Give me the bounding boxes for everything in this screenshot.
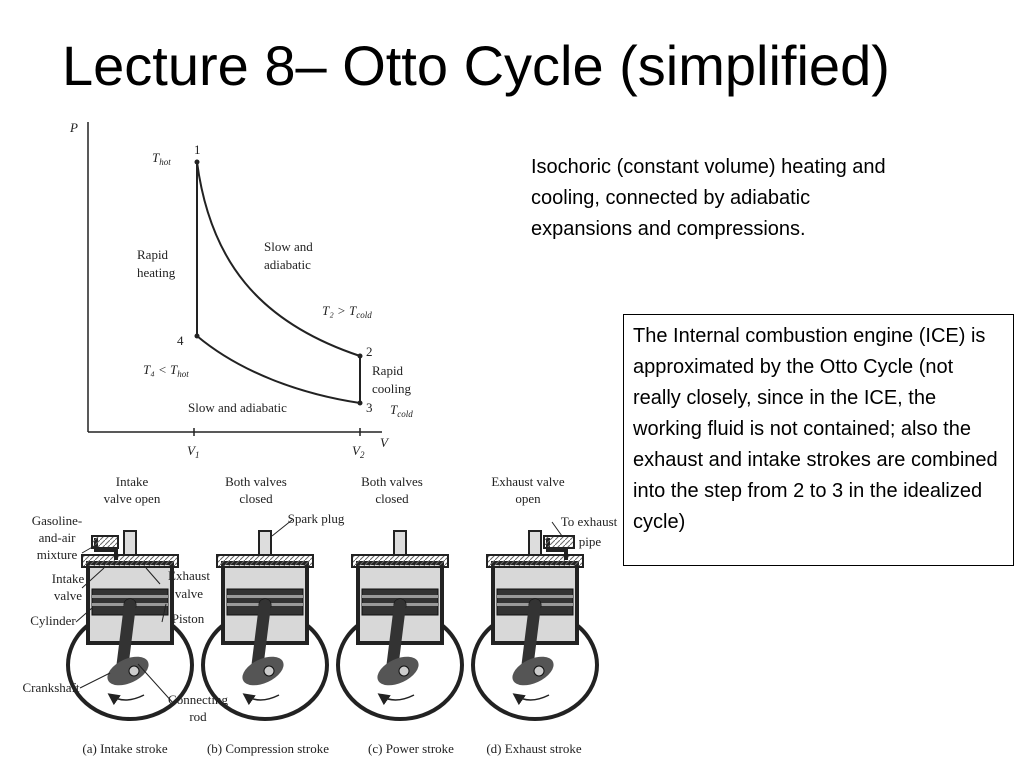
label-both-closed-b-1: Both valves xyxy=(225,474,287,489)
rapid-heating-label-2: heating xyxy=(137,265,176,280)
slow-adiabatic-bottom-label: Slow and adiabatic xyxy=(188,400,287,415)
label-exhaust-valve-open-2: open xyxy=(515,491,541,506)
engine-power xyxy=(338,531,462,719)
label-connecting-rod-2: rod xyxy=(189,709,207,724)
label-spark-plug: Spark plug xyxy=(288,511,345,526)
rapid-cooling-label-1: Rapid xyxy=(372,363,404,378)
engine-exhaust xyxy=(473,531,597,719)
point-4-label: 4 xyxy=(177,333,184,348)
engine-intake xyxy=(68,531,192,719)
point-1-label: 1 xyxy=(194,142,201,157)
slide-title: Lecture 8– Otto Cycle (simplified) xyxy=(62,34,890,97)
label-exhaust-valve-1: Exhaust xyxy=(168,568,210,583)
label-both-closed-b-2: closed xyxy=(239,491,273,506)
slow-adiabatic-label-1: Slow and xyxy=(264,239,313,254)
v1-label: V1 xyxy=(187,443,199,460)
t-cold-label: Tcold xyxy=(390,402,413,419)
label-connecting-rod-1: Connecting xyxy=(168,692,228,707)
caption-power-stroke: (c) Power stroke xyxy=(368,741,454,756)
adiabatic-expansion-curve xyxy=(196,161,361,357)
rapid-heating-label-1: Rapid xyxy=(137,247,169,262)
pv-points xyxy=(194,159,363,406)
slow-adiabatic-label-2: adiabatic xyxy=(264,257,311,272)
label-crankshaft: Crankshaft xyxy=(22,680,79,695)
volume-axis-label: V xyxy=(380,435,390,450)
label-intake-valve-2: valve xyxy=(54,588,82,603)
t2-condition-label: T₂ > Tcold xyxy=(322,303,372,320)
point-3-label: 3 xyxy=(366,400,373,415)
engine-leader-lines xyxy=(75,519,563,705)
label-intake-valve-1: Intake xyxy=(52,571,85,586)
label-exhaust-valve-open-1: Exhaust valve xyxy=(491,474,565,489)
label-to-exhaust-1: To exhaust xyxy=(561,514,618,529)
engine-compression xyxy=(203,531,327,719)
label-cylinder: Cylinder xyxy=(30,613,76,628)
label-gasoline-3: mixture xyxy=(37,547,78,562)
caption-intake-stroke: (a) Intake stroke xyxy=(82,741,167,756)
pressure-axis-label: P xyxy=(69,120,78,135)
label-exhaust-valve-2: valve xyxy=(175,586,203,601)
label-gasoline-2: and-air xyxy=(39,530,76,545)
label-intake-valve-open-1: Intake xyxy=(116,474,149,489)
label-gasoline-1: Gasoline- xyxy=(32,513,83,528)
label-both-closed-c-2: closed xyxy=(375,491,409,506)
adiabatic-compression-curve xyxy=(196,335,361,404)
t4-condition-label: T₄ < Thot xyxy=(143,362,189,379)
cycle-description: Isochoric (constant volume) heating and … xyxy=(531,156,886,240)
label-piston: Piston xyxy=(172,611,205,626)
label-to-exhaust-2: pipe xyxy=(579,534,602,549)
t-hot-label: Thot xyxy=(152,150,171,167)
pv-diagram xyxy=(87,122,382,436)
rapid-cooling-label-2: cooling xyxy=(372,381,411,396)
caption-exhaust-stroke: (d) Exhaust stroke xyxy=(486,741,582,756)
label-both-closed-c-1: Both valves xyxy=(361,474,423,489)
caption-compression-stroke: (b) Compression stroke xyxy=(207,741,329,756)
ice-note-box: The Internal combustion engine (ICE) is … xyxy=(623,314,1014,566)
point-2-label: 2 xyxy=(366,344,373,359)
label-intake-valve-open-2: valve open xyxy=(104,491,161,506)
v2-label: V2 xyxy=(352,443,365,460)
